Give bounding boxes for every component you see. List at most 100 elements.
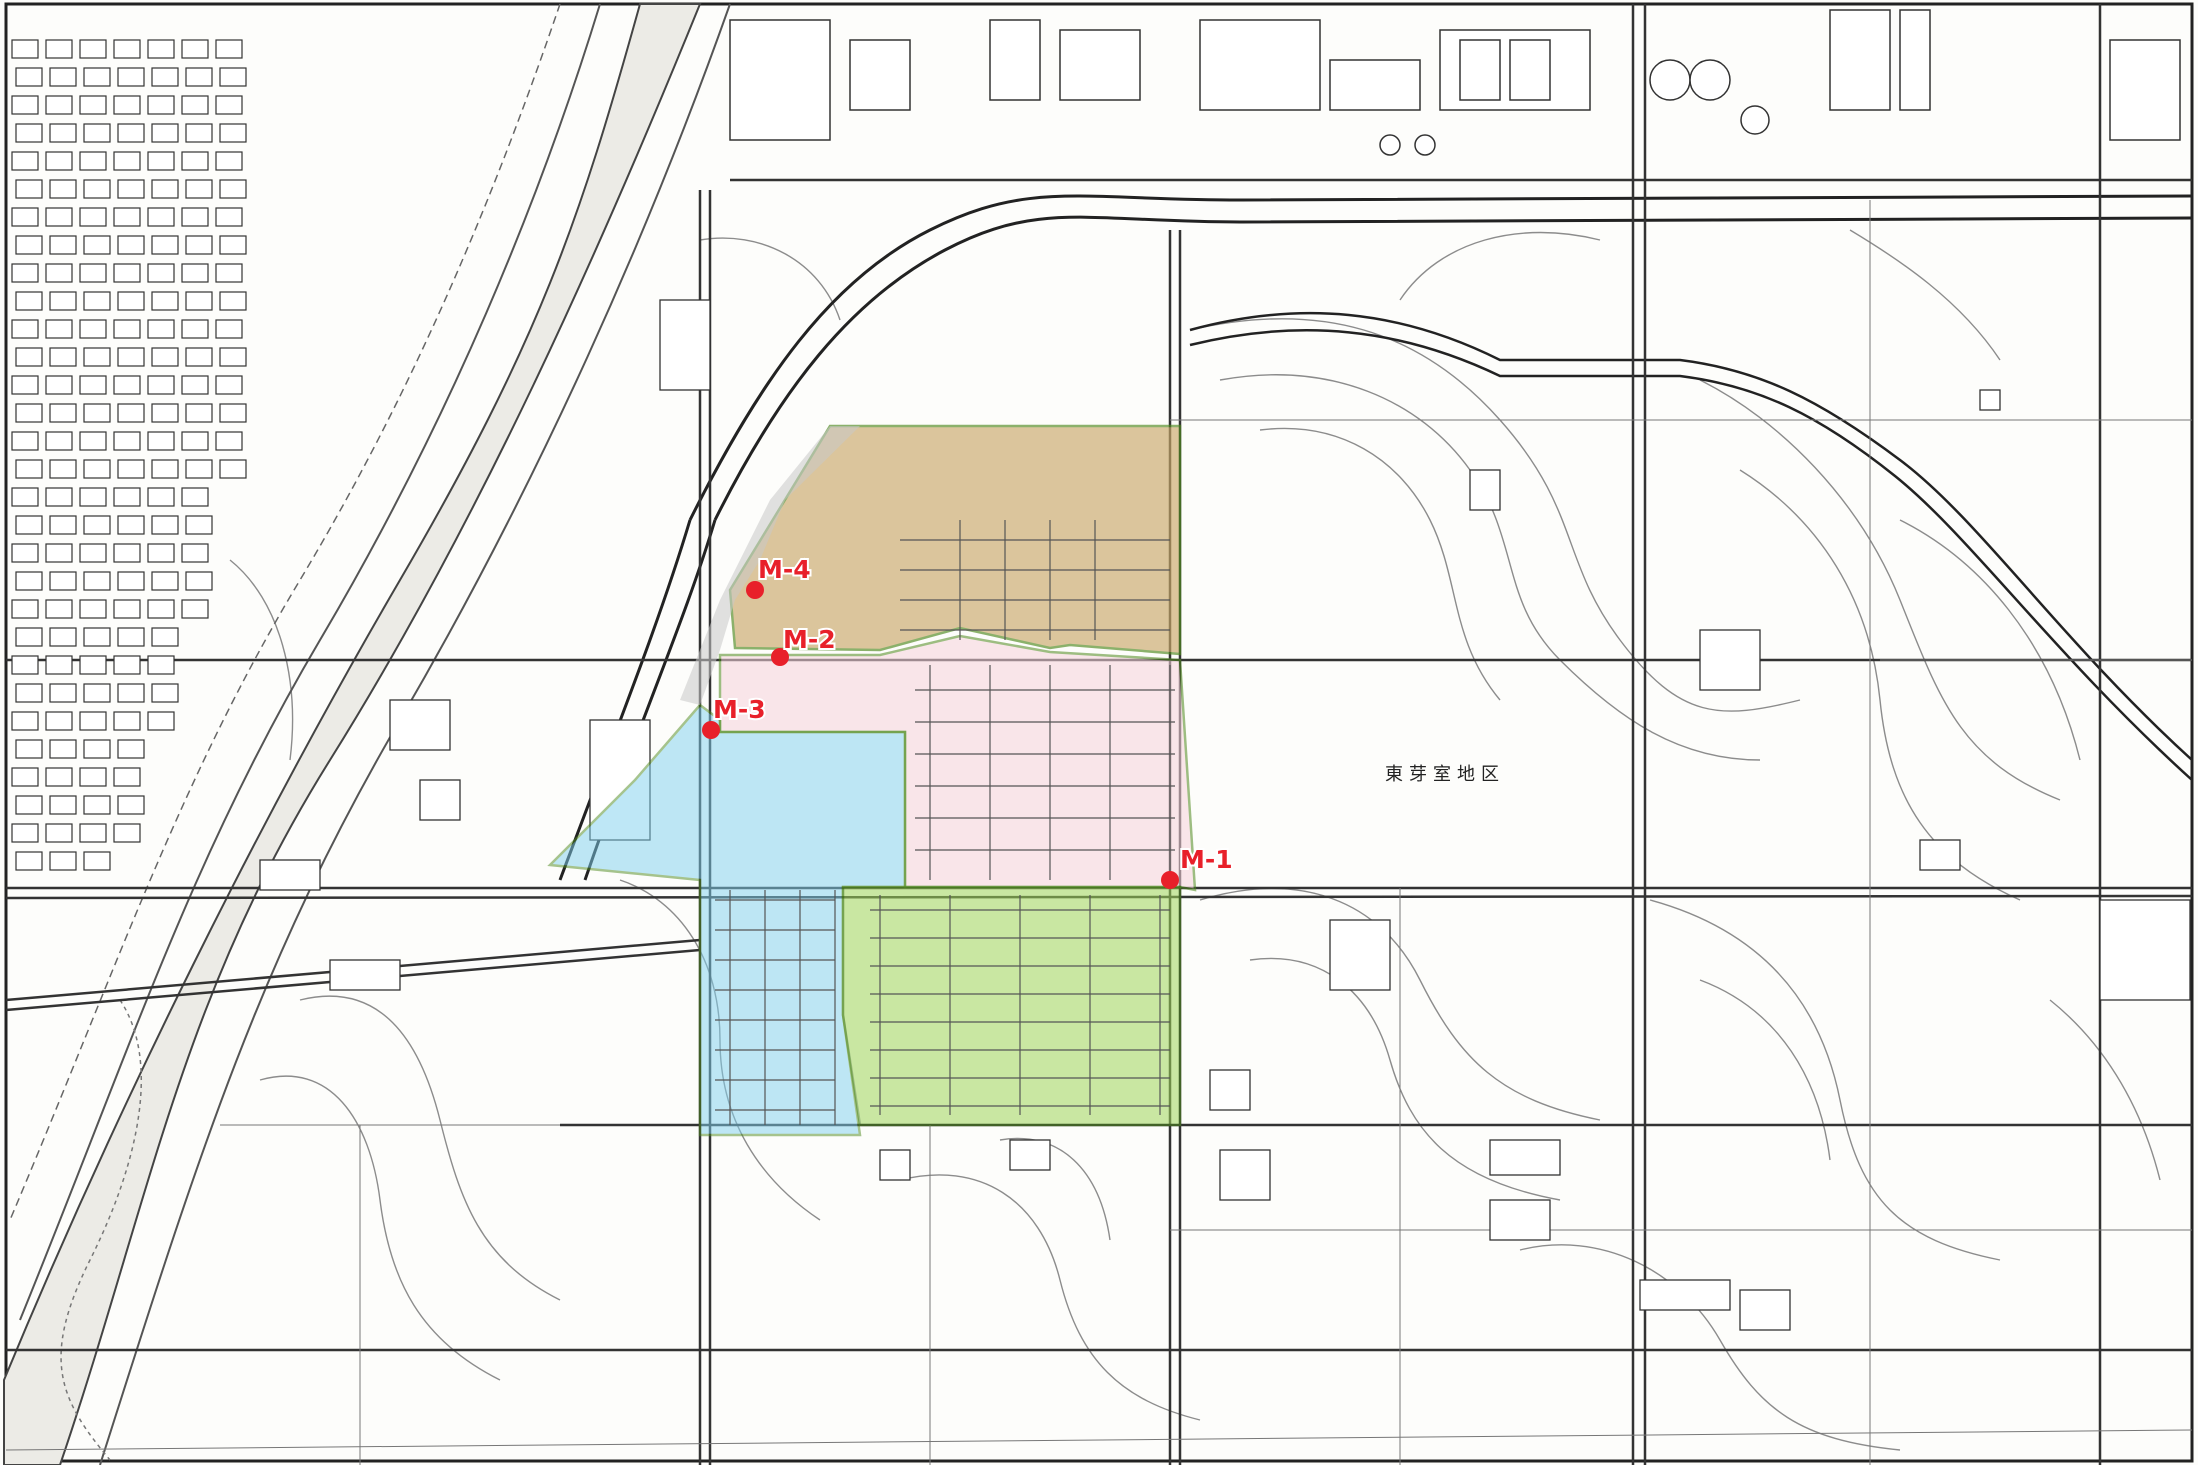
town-block [117,571,145,591]
town-block [147,711,175,731]
town-block [49,347,77,367]
town-block [49,683,77,703]
town-block [11,655,39,675]
town-block [83,235,111,255]
town-block [11,207,39,227]
town-block [113,599,141,619]
town-block [15,683,43,703]
point-m2-marker[interactable] [771,648,789,666]
point-m1-marker[interactable] [1161,871,1179,889]
town-block [11,543,39,563]
town-block [45,823,73,843]
town-block [113,487,141,507]
town-block [185,123,213,143]
town-block [151,67,179,87]
zone-south [841,885,1182,1127]
town-block [147,319,175,339]
town-block [45,207,73,227]
town-block [151,683,179,703]
town-block [151,235,179,255]
town-block [83,851,111,871]
town-block [219,67,247,87]
town-block [83,515,111,535]
town-block [49,67,77,87]
point-m3-marker[interactable] [702,721,720,739]
town-block [185,515,213,535]
town-block [219,347,247,367]
town-block [117,627,145,647]
town-block [181,487,209,507]
town-block [15,571,43,591]
highway [558,194,2193,881]
town-block [45,599,73,619]
point-m3[interactable]: M-3 [702,693,768,739]
town-block [117,347,145,367]
town-block [45,319,73,339]
town-block [49,123,77,143]
town-block [11,263,39,283]
town-block [15,627,43,647]
town-block [151,459,179,479]
town-block [181,207,209,227]
town-block [11,151,39,171]
town-block [15,347,43,367]
town-block [181,599,209,619]
town-block [215,207,243,227]
town-block [11,431,39,451]
town-block [11,375,39,395]
town-block [45,375,73,395]
town-block [147,95,175,115]
town-block [45,263,73,283]
town-block [215,95,243,115]
town-block [151,403,179,423]
town-block [113,263,141,283]
town-block [117,179,145,199]
town-block [45,767,73,787]
town-block [45,151,73,171]
town-block [45,543,73,563]
town-block [79,543,107,563]
town-block [45,655,73,675]
town-block [147,431,175,451]
industrial-buildings [729,9,2181,156]
town-block [79,263,107,283]
district-label: 東芽室地区 [1385,764,1505,785]
contour-lines [229,229,2161,1451]
zone-unused-strip [680,426,860,705]
sample-points: M-1 M-2 M-3 M-4 [702,553,1235,889]
town-block [151,291,179,311]
town-block [79,375,107,395]
point-m2-label: M-2 [783,625,836,654]
town-block [83,571,111,591]
town-block [11,319,39,339]
town-block [45,487,73,507]
town-block [15,291,43,311]
town-block [11,599,39,619]
point-m2[interactable]: M-2 [771,623,838,666]
town-block [117,795,145,815]
town-block [83,403,111,423]
town-block [215,263,243,283]
town-block [151,515,179,535]
town-block [185,459,213,479]
town-block [151,347,179,367]
point-m4[interactable]: M-4 [746,553,813,599]
field-boundaries [5,200,2193,1465]
town-block [185,347,213,367]
town-block [117,683,145,703]
town-block [83,739,111,759]
point-m4-marker[interactable] [746,581,764,599]
town-block [83,291,111,311]
town-block [113,375,141,395]
town-block [219,459,247,479]
town-block [113,319,141,339]
town-block [181,319,209,339]
town-block [215,431,243,451]
town-block [49,291,77,311]
town-block [117,67,145,87]
town-block [15,739,43,759]
point-m1[interactable]: M-1 [1161,843,1235,889]
town-block [219,235,247,255]
